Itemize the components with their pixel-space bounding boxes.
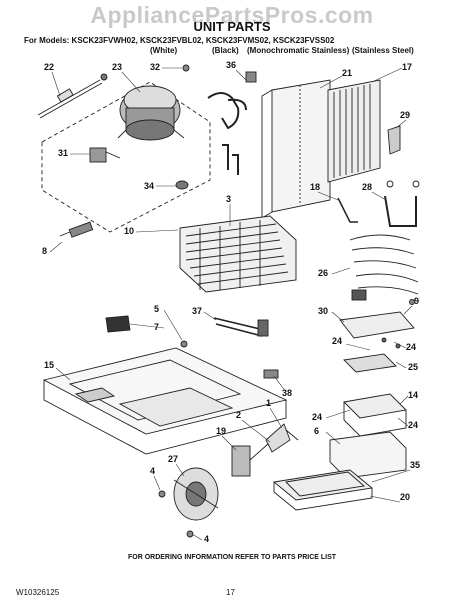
compressor-box	[41, 81, 211, 233]
label-21: 21	[342, 68, 352, 78]
label-8: 8	[42, 246, 47, 256]
label-5: 5	[154, 304, 159, 314]
part-number-labels: 22 23 32 36 21 17 29 31 34 18 28 3 10 8 …	[42, 60, 420, 544]
label-28: 28	[362, 182, 372, 192]
color-stainless: (Stainless Steel)	[352, 46, 414, 55]
part-21-shroud	[261, 79, 331, 219]
color-monochromatic: (Monochromatic Stainless)	[247, 46, 350, 55]
part-23-compressor	[117, 85, 185, 141]
label-23: 23	[112, 62, 122, 72]
label-25: 25	[408, 362, 418, 372]
label-30: 30	[318, 306, 328, 316]
label-24a: 24	[332, 336, 342, 346]
label-24c: 24	[312, 412, 322, 422]
label-14: 14	[408, 390, 418, 400]
label-31: 31	[58, 148, 68, 158]
label-10: 10	[124, 226, 134, 236]
label-4a: 4	[150, 466, 155, 476]
label-26: 26	[318, 268, 328, 278]
page-number: 17	[226, 588, 235, 597]
page-title: UNIT PARTS	[193, 19, 271, 34]
label-24d: 24	[408, 420, 418, 430]
label-37: 37	[192, 306, 202, 316]
color-white: (White)	[150, 46, 178, 55]
document-number: W10326125	[16, 588, 60, 597]
label-24b: 24	[406, 342, 416, 352]
watermark: AppliancePartsPros.com	[90, 2, 374, 28]
label-36: 36	[226, 60, 236, 70]
color-black: (Black)	[212, 46, 239, 55]
label-3: 3	[226, 194, 231, 204]
label-9: 9	[414, 296, 419, 306]
label-20: 20	[400, 492, 410, 502]
part-17-condenser	[327, 79, 381, 183]
part-22-tube	[37, 73, 108, 119]
label-29: 29	[400, 110, 410, 120]
label-32: 32	[150, 62, 160, 72]
ordering-note: FOR ORDERING INFORMATION REFER TO PARTS …	[127, 554, 337, 561]
label-22: 22	[44, 62, 54, 72]
part-31-relay	[89, 147, 107, 163]
label-17: 17	[402, 62, 412, 72]
label-18: 18	[310, 182, 320, 192]
leader-lines	[49, 67, 413, 541]
part-3-evaporator	[179, 215, 297, 293]
label-38: 38	[282, 388, 292, 398]
label-2: 2	[236, 410, 241, 420]
label-1: 1	[266, 398, 271, 408]
label-27: 27	[168, 454, 178, 464]
label-6: 6	[314, 426, 319, 436]
label-34: 34	[144, 181, 154, 191]
label-35: 35	[410, 460, 420, 470]
label-4b: 4	[204, 534, 209, 544]
label-19: 19	[216, 426, 226, 436]
label-15: 15	[44, 360, 54, 370]
model-list: For Models: KSCK23FVWH02, KSCK23FVBL02, …	[24, 36, 335, 45]
part-15-base-pan	[42, 347, 288, 455]
part-26-wire-harness	[349, 234, 419, 301]
